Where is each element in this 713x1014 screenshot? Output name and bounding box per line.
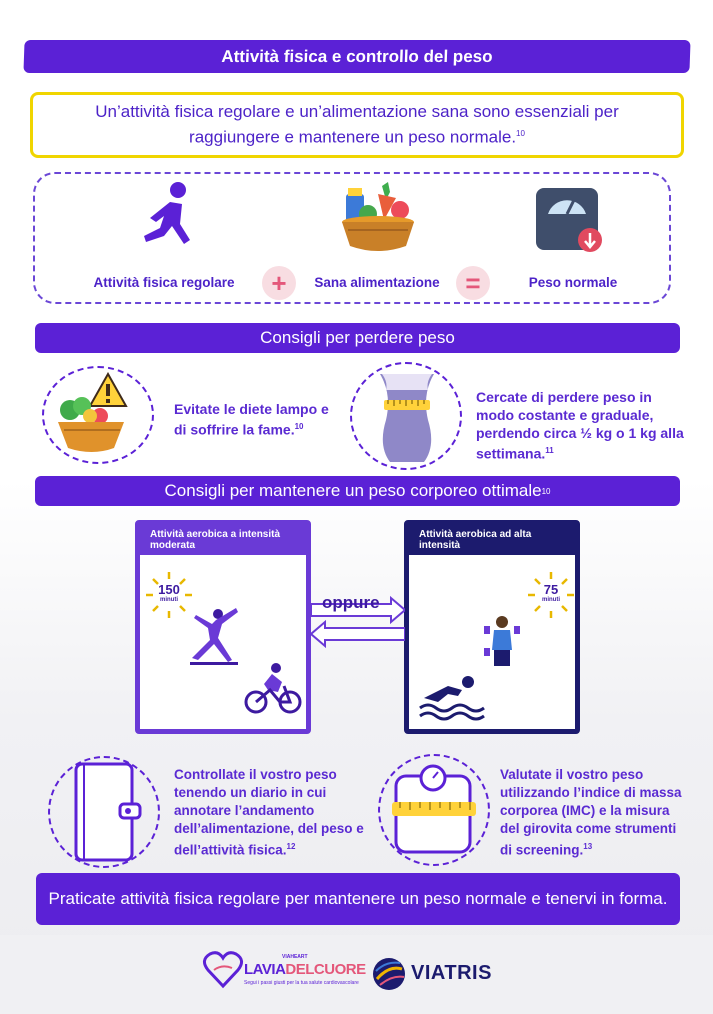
tip1-text: Evitate le diete lampo e di soffrire la … (174, 401, 329, 438)
tip3-text: Controllate il vostro peso tenendo un di… (174, 767, 364, 858)
scale-measure-icon (392, 764, 476, 854)
dumbbell-workout-icon (484, 616, 520, 666)
tip2-circle (350, 362, 462, 470)
plus-icon: + (262, 266, 296, 300)
viatris-globe-icon (373, 958, 405, 990)
label-physical-activity: Attività fisica regolare (93, 275, 235, 290)
healthy-food-icon (342, 182, 414, 251)
intro-text: Un’attività fisica regolare e un’aliment… (95, 102, 619, 147)
bathroom-scale-icon (536, 188, 602, 252)
cyclist-icon (244, 663, 302, 714)
or-label: oppure (322, 593, 380, 612)
heart-logo-icon (203, 951, 243, 989)
moderate-minutes-unit: minuti (160, 597, 178, 603)
section-maintain-title-text: Consigli per mantenere un peso corporeo … (164, 481, 542, 500)
closing-banner: Praticate attività fisica regolare per m… (36, 873, 680, 925)
label-normal-weight: Peso normale (528, 275, 618, 290)
page-title: Attività fisica e controllo del peso (23, 40, 691, 73)
section-maintain-ref: 10 (541, 486, 551, 496)
moderate-minutes: 150 (158, 582, 180, 597)
tip1-circle (42, 366, 154, 464)
tip4-circle (378, 754, 490, 866)
yoga-pose-icon (190, 608, 238, 665)
high-activity-header: Attività aerobica ad alta intensità (409, 525, 575, 555)
logo-via-heart-small: VIAHEART (282, 954, 308, 960)
section-lose-weight-title: Consigli per perdere peso (35, 323, 680, 353)
running-person-icon (144, 182, 190, 244)
high-activity-panel: Attività aerobica ad alta intensità (404, 520, 580, 734)
intro-box: Un’attività fisica regolare e un’aliment… (30, 92, 684, 158)
diary-notebook-icon (74, 762, 142, 862)
swimmer-icon (419, 676, 485, 721)
logo-la-via-del-cuore: LAVIADELCUORE (244, 961, 366, 978)
equals-icon: = (456, 266, 490, 300)
equation-box (33, 172, 671, 304)
sun-timer-icon-150 (146, 572, 192, 618)
exchange-arrows-icon (311, 595, 405, 649)
footer (0, 935, 713, 1014)
intro-ref: 10 (516, 129, 525, 139)
waist-measure-icon (380, 374, 434, 462)
moderate-activity-header: Attività aerobica a intensità moderata (140, 525, 306, 555)
logo-tagline: Segui i passi giusti per la tua salute c… (244, 980, 359, 986)
high-minutes: 75 (543, 582, 559, 597)
tip4-text: Valutate il vostro peso utilizzando l’in… (500, 767, 682, 858)
high-minutes-unit: minuti (542, 597, 560, 603)
page-title-text: Attività fisica e controllo del peso (221, 46, 493, 66)
label-healthy-diet: Sana alimentazione (314, 275, 440, 290)
tip2-text: Cercate di perdere peso in modo costante… (476, 389, 684, 462)
section-maintain-title: Consigli per mantenere un peso corporeo … (35, 476, 680, 506)
tip3-circle (48, 756, 160, 868)
sun-timer-icon-75 (528, 572, 574, 618)
salad-warning-icon (58, 372, 128, 452)
viatris-logo-text: VIATRIS (411, 962, 492, 984)
